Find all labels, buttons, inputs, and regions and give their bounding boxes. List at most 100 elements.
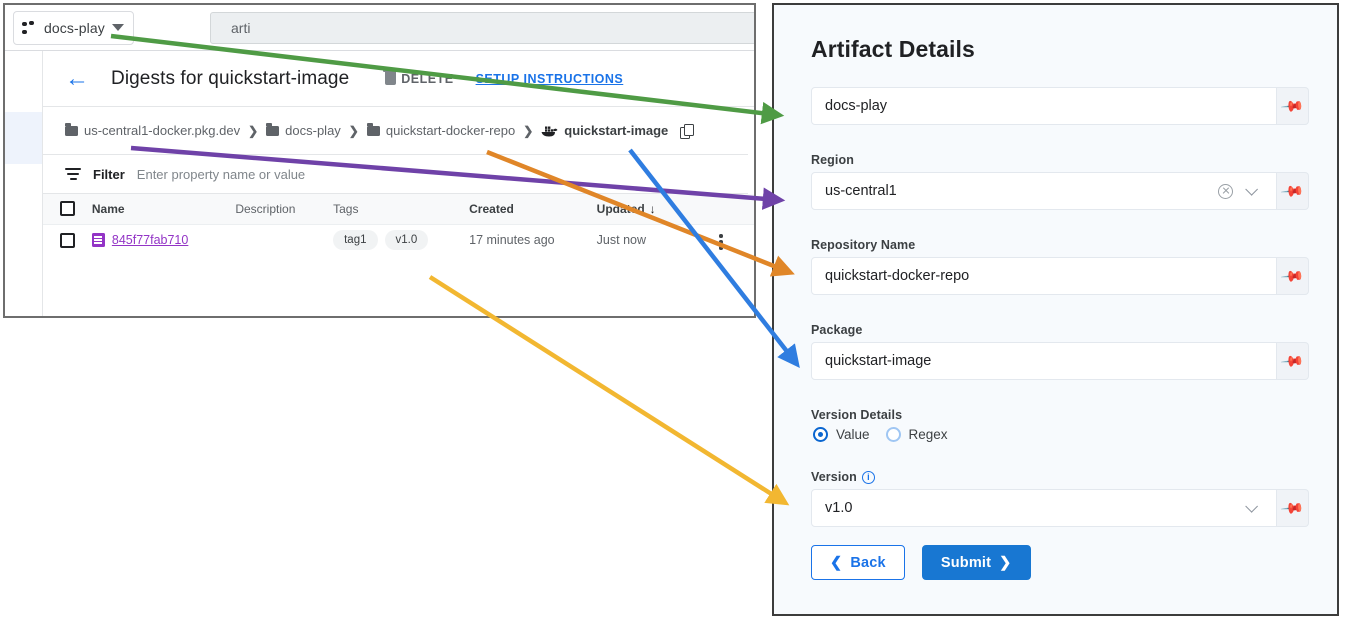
pin-icon: 📌 <box>1279 178 1306 204</box>
clear-icon[interactable] <box>1218 183 1233 199</box>
artifact-details-panel: Artifact Details docs-play 📌 Region us-c… <box>772 3 1339 616</box>
project-pin-button[interactable]: 📌 <box>1277 87 1309 125</box>
region-label-text: Region <box>811 153 854 167</box>
version-input[interactable]: v1.0 <box>811 489 1277 527</box>
column-header-created[interactable]: Created <box>469 201 514 216</box>
page-title: Digests for quickstart-image <box>111 67 350 89</box>
row-checkbox[interactable] <box>60 232 75 248</box>
folder-icon <box>65 123 78 136</box>
chevron-down-icon[interactable] <box>1245 182 1258 196</box>
version-label: Version i <box>811 470 1309 484</box>
back-chevron-icon: ❮ <box>830 554 843 571</box>
version-details-label: Version Details <box>811 408 1309 422</box>
version-details-radio-group: Value Regex <box>813 427 1309 442</box>
repository-field-group: quickstart-docker-repo 📌 <box>811 257 1309 295</box>
radio-option-value[interactable]: Value <box>813 427 870 442</box>
radio-button-value[interactable] <box>813 427 828 442</box>
rail-active-item[interactable] <box>5 112 42 164</box>
column-header-updated[interactable]: Updated↓ <box>597 194 712 224</box>
form-title: Artifact Details <box>811 36 975 62</box>
project-dots-icon <box>22 20 37 35</box>
pin-icon: 📌 <box>1279 348 1306 374</box>
folder-icon <box>366 123 380 136</box>
back-arrow-icon[interactable]: ← <box>65 64 89 92</box>
console-main: ← Digests for quickstart-image DELETE SE… <box>43 51 754 316</box>
back-button-label: Back <box>850 554 886 571</box>
breadcrumb-item-registry[interactable]: us-central1-docker.pkg.dev <box>65 123 240 138</box>
digest-icon <box>91 233 105 248</box>
column-header-name[interactable]: Name <box>91 201 125 216</box>
project-selector[interactable]: docs-play <box>13 10 134 45</box>
package-field-group: quickstart-image 📌 <box>811 342 1309 380</box>
radio-button-regex[interactable] <box>885 427 901 442</box>
column-header-description[interactable]: Description <box>235 201 296 216</box>
radio-option-regex[interactable]: Regex <box>885 427 948 442</box>
project-field-group: docs-play 📌 <box>811 87 1309 125</box>
copy-icon[interactable] <box>680 124 694 139</box>
search-input-value: arti <box>231 20 251 36</box>
breadcrumb-separator: ❯ <box>248 123 259 138</box>
trash-icon <box>383 69 399 85</box>
breadcrumb-item-image[interactable]: quickstart-image <box>541 123 668 138</box>
setup-instructions-link[interactable]: SETUP INSTRUCTIONS <box>475 71 624 86</box>
version-label-text: Version <box>811 470 857 484</box>
filter-input[interactable]: Enter property name or value <box>136 166 306 182</box>
row-actions-cell[interactable] <box>711 224 754 256</box>
repository-pin-button[interactable]: 📌 <box>1277 257 1309 295</box>
filter-bar[interactable]: Filter Enter property name or value <box>43 154 748 194</box>
package-input[interactable]: quickstart-image <box>811 342 1277 380</box>
repository-label-text: Repository Name <box>811 238 916 252</box>
table-header-row: Name Description Tags Created Updated↓ <box>43 194 754 224</box>
chevron-down-icon <box>111 24 124 31</box>
version-field-group: v1.0 📌 <box>811 489 1309 527</box>
version-input-value: v1.0 <box>825 500 853 516</box>
region-input[interactable]: us-central1 <box>811 172 1277 210</box>
repository-label: Repository Name <box>811 238 1309 252</box>
package-pin-button[interactable]: 📌 <box>1277 342 1309 380</box>
gcloud-console-panel: docs-play arti ← Digests for quickstart-… <box>3 3 756 318</box>
delete-button-label: DELETE <box>401 71 454 86</box>
delete-button[interactable]: DELETE <box>383 69 454 86</box>
column-header-tags[interactable]: Tags <box>333 201 359 216</box>
project-input[interactable]: docs-play <box>811 87 1277 125</box>
info-icon[interactable]: i <box>861 470 875 484</box>
package-label-text: Package <box>811 323 863 337</box>
breadcrumb-item-label: quickstart-docker-repo <box>385 123 516 138</box>
repository-input-value: quickstart-docker-repo <box>825 268 970 284</box>
radio-option-value-label: Value <box>836 427 870 442</box>
radio-option-regex-label: Regex <box>908 427 948 442</box>
tag-pill[interactable]: v1.0 <box>384 230 429 251</box>
breadcrumb-item-label: docs-play <box>285 123 341 138</box>
region-label: Region <box>811 153 1309 167</box>
docker-whale-icon <box>541 126 558 136</box>
package-label: Package <box>811 323 1309 337</box>
breadcrumb-item-repository[interactable]: quickstart-docker-repo <box>366 123 516 138</box>
breadcrumb-item-project[interactable]: docs-play <box>266 123 341 138</box>
row-created-cell: 17 minutes ago <box>469 233 555 248</box>
breadcrumb-item-label: us-central1-docker.pkg.dev <box>84 123 241 138</box>
repository-input[interactable]: quickstart-docker-repo <box>811 257 1277 295</box>
header-actions: DELETE SETUP INSTRUCTIONS <box>383 69 624 86</box>
select-all-checkbox[interactable] <box>60 201 75 217</box>
version-pin-button[interactable]: 📌 <box>1277 489 1309 527</box>
pin-icon: 📌 <box>1279 263 1306 289</box>
console-left-rail <box>5 51 43 316</box>
submit-button-label: Submit <box>940 554 992 571</box>
folder-icon <box>266 123 280 136</box>
back-button[interactable]: ❮ Back <box>811 545 905 580</box>
select-all-header[interactable] <box>43 194 92 224</box>
tag-pill[interactable]: tag1 <box>333 230 378 251</box>
row-select-cell[interactable] <box>43 224 92 256</box>
search-input[interactable]: arti <box>210 12 754 44</box>
digest-link[interactable]: 845f77fab710 <box>111 233 189 248</box>
project-selector-label: docs-play <box>44 19 105 36</box>
region-pin-button[interactable]: 📌 <box>1277 172 1309 210</box>
region-field-group: us-central1 📌 <box>811 172 1309 210</box>
submit-button[interactable]: Submit ❯ <box>921 545 1031 580</box>
chevron-down-icon[interactable] <box>1245 499 1258 513</box>
pin-icon: 📌 <box>1279 93 1306 119</box>
digests-table: Name Description Tags Created Updated↓ <box>43 194 754 256</box>
sort-descending-icon: ↓ <box>649 201 656 216</box>
